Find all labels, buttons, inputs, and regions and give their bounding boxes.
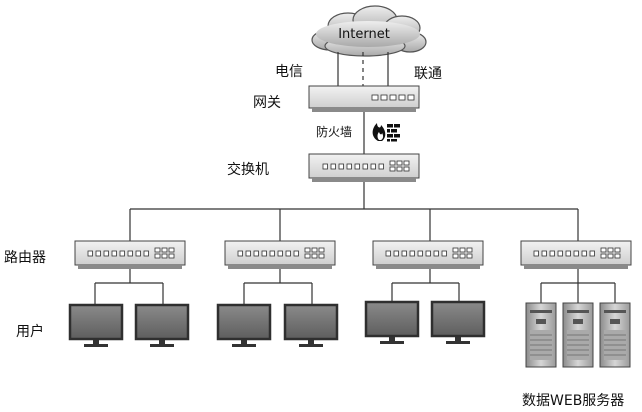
monitor-3-2 [430, 300, 486, 344]
router-4 [520, 240, 632, 269]
router-label: 路由器 [4, 250, 46, 266]
monitor-3-1 [364, 300, 420, 344]
server-2 [562, 302, 594, 368]
core-switch-device [308, 153, 420, 182]
monitor-2-1 [216, 303, 272, 347]
internet-label: Internet [338, 27, 390, 42]
gateway-label: 网关 [253, 95, 281, 111]
monitor-1-2 [134, 303, 190, 347]
server-1 [525, 302, 557, 368]
internet-cloud: Internet [311, 5, 427, 57]
monitor-1-1 [68, 303, 124, 347]
gateway-device [308, 85, 420, 112]
router-3 [372, 240, 484, 269]
firewall-icon [372, 123, 400, 142]
router-1 [74, 240, 186, 269]
isp-telecom-label: 电信 [275, 64, 303, 80]
router-2 [224, 240, 336, 269]
firewall-label: 防火墙 [316, 124, 352, 139]
servers-label: 数据WEB服务器 [522, 393, 624, 409]
server-3 [599, 302, 631, 368]
user-label: 用户 [16, 323, 44, 340]
isp-links [337, 52, 389, 86]
switch-label: 交换机 [227, 161, 269, 178]
monitor-2-2 [283, 303, 339, 347]
distribution-links [129, 182, 579, 241]
access-links [94, 269, 616, 305]
isp-unicom-label: 联通 [414, 66, 442, 82]
